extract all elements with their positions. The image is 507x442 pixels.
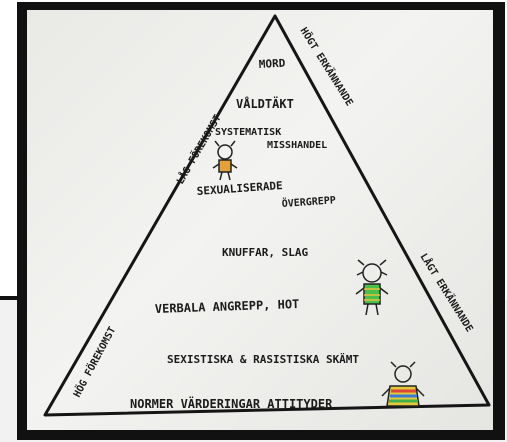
level-jokes: SEXISTISKA & RASISTISKA SKÄMT [167, 352, 359, 366]
level-norms: NORMER VÄRDERINGAR ATTITYDER [130, 396, 333, 411]
level-abuse: MISSHANDEL [267, 140, 327, 151]
paper-sheet: MORD VÅLDTÄKT SYSTEMATISK MISSHANDEL SEX… [27, 10, 493, 430]
level-pushing: KNUFFAR, SLAG [222, 246, 308, 259]
level-murder: MORD [258, 57, 286, 71]
label-high-recognition: HÖGT ERKÄNNANDE [297, 24, 357, 108]
level-rape: VÅLDTÄKT [236, 96, 294, 111]
label-low-occurrence: LÅG FÖREKOMST [172, 112, 223, 187]
photo-frame: MORD VÅLDTÄKT SYSTEMATISK MISSHANDEL SEX… [17, 2, 505, 440]
level-verbal: VERBALA ANGREPP, HOT [155, 297, 300, 316]
level-assault: ÖVERGREPP [281, 192, 336, 210]
level-systematic: SYSTEMATISK [215, 127, 281, 138]
pyramid-drawing: MORD VÅLDTÄKT SYSTEMATISK MISSHANDEL SEX… [43, 14, 491, 417]
pyramid-outline [43, 14, 491, 417]
level-sexualized: SEXUALISERADE [196, 179, 283, 198]
figure-small-doodle [212, 140, 238, 181]
figure-rainbow-doodle [381, 361, 425, 407]
figure-green-doodle [355, 259, 389, 316]
